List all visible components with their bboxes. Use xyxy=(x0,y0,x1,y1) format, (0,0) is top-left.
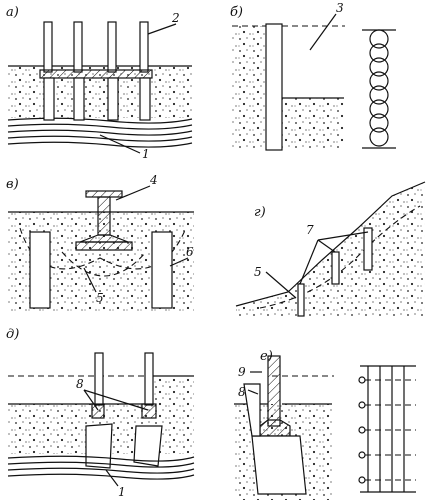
secant-pile-plan xyxy=(362,29,396,149)
column-cap xyxy=(85,190,123,198)
callout-3: 3 xyxy=(336,1,344,15)
leaders-8 xyxy=(83,389,149,411)
panel-b: б) 3 xyxy=(230,1,396,151)
footing-right xyxy=(141,403,157,419)
layered-stratum xyxy=(7,117,193,148)
slip-surface xyxy=(259,205,421,309)
callout-4: 4 xyxy=(149,173,158,187)
columns xyxy=(43,21,149,73)
panel-d-letter: д) xyxy=(6,327,19,342)
slope-surface xyxy=(235,181,426,307)
layered-stratum xyxy=(7,455,195,480)
panel-e: е) 9 8 xyxy=(234,349,416,500)
wall xyxy=(267,355,281,427)
callout-9: 9 xyxy=(238,365,246,379)
reinforcement-plan xyxy=(358,365,416,493)
leader-2 xyxy=(147,23,177,35)
leader-6 xyxy=(169,257,189,267)
slope-soil xyxy=(236,182,425,316)
slope-piles xyxy=(297,227,373,317)
callout-5: 5 xyxy=(254,265,262,279)
leader-8 xyxy=(247,389,259,395)
sheet-pile xyxy=(265,23,283,151)
column xyxy=(97,196,111,236)
callout-1: 1 xyxy=(118,485,126,499)
leader-1 xyxy=(105,469,119,487)
underpin-pile-right xyxy=(133,425,163,467)
callout-6: 6 xyxy=(186,245,194,259)
underpin-pile-left xyxy=(85,423,113,469)
underpin-block xyxy=(251,435,307,495)
leader-5 xyxy=(83,267,97,293)
wall-right xyxy=(144,352,154,406)
excavated-soil xyxy=(282,98,344,150)
panel-d: д) 8 1 xyxy=(6,327,195,499)
piles xyxy=(43,77,151,121)
pile-left xyxy=(29,231,51,309)
callout-8: 8 xyxy=(76,377,84,391)
panel-v-letter: в) xyxy=(6,177,19,192)
leader-5 xyxy=(265,271,297,299)
anchor-loops xyxy=(358,376,416,484)
stress-bulb-inner xyxy=(61,251,147,277)
footing-left xyxy=(91,403,105,419)
panel-g: г) 7 5 xyxy=(235,181,426,317)
panel-g-letter: г) xyxy=(254,205,266,220)
leader-1 xyxy=(99,134,141,154)
footing xyxy=(75,241,133,251)
leader-4 xyxy=(115,185,151,201)
panel-a-letter: а) xyxy=(6,5,19,20)
grillage-beam xyxy=(39,69,153,79)
callout-8: 8 xyxy=(238,385,246,399)
callout-5: 5 xyxy=(96,291,104,305)
pile-right xyxy=(151,231,173,309)
wall-left xyxy=(94,352,104,406)
panel-v: в) 4 6 5 xyxy=(6,173,194,312)
jacket xyxy=(243,383,261,437)
callout-2: 2 xyxy=(171,11,180,25)
callout-1: 1 xyxy=(142,147,150,161)
panel-a: а) 2 1 xyxy=(6,5,193,161)
soil-right xyxy=(152,376,194,404)
leader-3 xyxy=(309,13,337,51)
panel-b-letter: б) xyxy=(230,5,243,20)
callout-7: 7 xyxy=(306,223,314,237)
leaders-7 xyxy=(299,231,369,285)
